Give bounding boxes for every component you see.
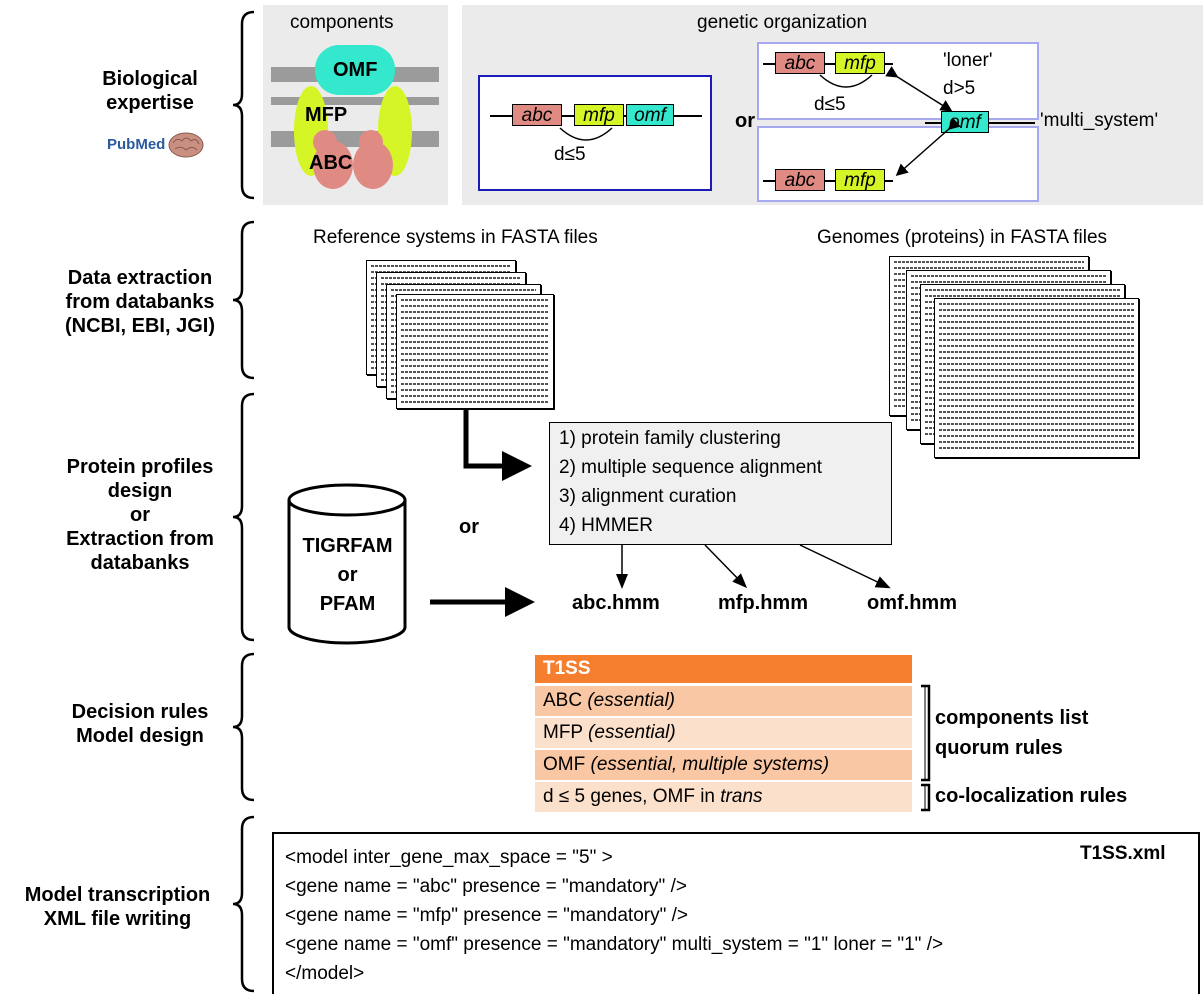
second-gene-abc: abc [775,169,825,191]
stage-label-decision-rules: Decision rules Model design [71,701,209,747]
rule-note: (essential, multiple systems) [590,754,830,775]
brace-biological [232,10,255,200]
genomes-title: Genomes (proteins) in FASTA files [817,227,1108,248]
or-label: or [735,110,755,132]
brace-protein-profiles [232,392,255,642]
components-list-label: components list [935,707,1089,729]
hmm-file-omf: omf.hmm [867,592,957,614]
database-name-2: PFAM [319,593,376,615]
xml-file-box [272,832,1200,994]
rule-name: ABC [543,690,583,711]
quorum-rules-label: quorum rules [935,737,1063,759]
xml-line: <gene name = "abc" presence = "mandatory… [285,876,687,897]
loner-distance-label: d≤5 [814,94,846,115]
pubmed-logo: PubMed [107,136,166,153]
xml-filename: T1SS.xml [1080,843,1166,864]
colocalization-rules-label: co-localization rules [935,785,1128,807]
profile-steps-box [549,422,892,545]
stage-label-protein-profiles: Protein profiles design or Extraction fr… [66,456,214,574]
stage-label-data-extraction: Data extraction from databanks (NCBI, EB… [64,267,215,337]
hmm-file-mfp: mfp.hmm [718,592,808,614]
mfp-label: MFP [305,104,348,126]
brain-icon [168,132,204,158]
xml-line: <gene name = "omf" presence = "mandatory… [285,934,944,955]
xml-line: </model> [285,963,365,984]
rule-row-omf: OMF (essential, multiple systems) [535,750,912,780]
genome-fasta-sheet [934,298,1139,458]
stage-label-biological-expertise: Biological expertise [102,68,198,114]
second-locus-line [763,180,893,182]
multi-system-label: 'multi_system' [1040,110,1159,131]
distance-label: d≤5 [554,144,586,165]
loner-gene-abc: abc [775,52,825,74]
rule-row-colocalization: d ≤ 5 genes, OMF in trans [535,782,912,812]
xml-line: <model inter_gene_max_space = "5" > [285,847,613,868]
second-gene-mfp: mfp [835,169,885,191]
genetic-organization-title: genetic organization [697,12,868,33]
brace-model-transcription [232,815,255,993]
profile-step: 4) HMMER [559,515,653,536]
xml-line: <gene name = "mfp" presence = "mandatory… [285,905,688,926]
or-label-profiles: or [459,516,479,538]
reference-fasta-sheet [396,294,554,409]
hmm-file-abc: abc.hmm [572,592,660,614]
secretion-system-illustration [271,45,439,189]
single-locus-box [478,75,712,191]
reference-systems-title: Reference systems in FASTA files [313,227,598,248]
gene-omf: omf [626,104,674,126]
coloc-text: d ≤ 5 genes, OMF in [543,786,721,807]
stage-label-model-transcription: Model transcription XML file writing [24,884,211,930]
database-cylinder-icon [287,483,407,645]
coloc-italic: trans [720,786,763,807]
brace-data-extraction [232,220,255,380]
rules-header: T1SS [535,655,912,683]
distance-arc [559,127,613,141]
association-arrows [885,66,961,176]
loner-locus-line [763,63,893,65]
rule-name: MFP [543,722,583,743]
profile-step: 2) multiple sequence alignment [559,457,822,478]
brace-decision-rules [232,652,255,802]
rule-note: (essential) [587,690,676,711]
omf-label: OMF [333,59,378,81]
database-or: or [337,564,358,586]
loner-gene-mfp: mfp [835,52,885,74]
gene-mfp: mfp [574,104,624,126]
profile-step: 3) alignment curation [559,486,737,507]
components-title: components [290,12,394,33]
rule-name: OMF [543,754,586,775]
rules-brackets [921,684,931,812]
profile-step: 1) protein family clustering [559,428,781,449]
rule-row-mfp: MFP (essential) [535,718,912,748]
loner-label: 'loner' [943,50,993,71]
loner-distance-arc [819,74,873,88]
abc-label: ABC [309,152,353,174]
gene-abc: abc [512,104,562,126]
rule-note: (essential) [588,722,676,743]
rule-row-abc: ABC (essential) [535,686,912,716]
database-name-1: TIGRFAM [302,535,393,557]
